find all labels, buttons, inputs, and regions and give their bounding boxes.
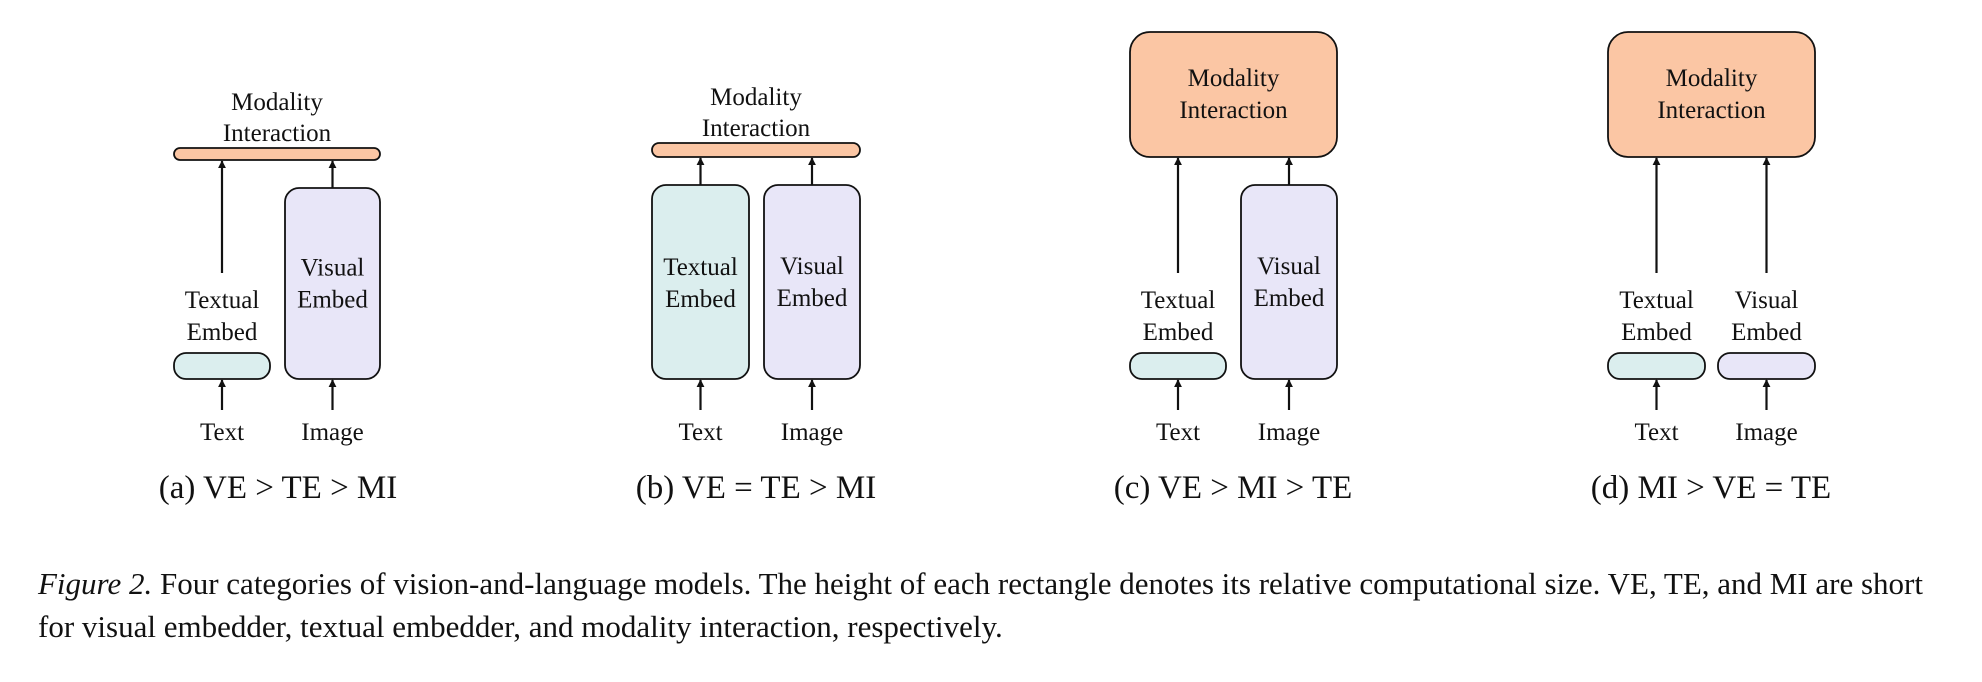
- panel-c: ModalityInteractionTextualEmbedVisualEmb…: [1114, 31, 1353, 506]
- textual-embed-label-line-2: Embed: [1143, 319, 1214, 346]
- text-input-label: Text: [678, 419, 722, 446]
- visual-embed-box: [1240, 184, 1338, 380]
- modality-interaction-label-line-1: Modality: [1666, 65, 1758, 92]
- modality-interaction-box: [173, 147, 381, 161]
- text-input-label: Text: [1634, 419, 1678, 446]
- modality-interaction-label-line-2: Interaction: [702, 115, 811, 142]
- modality-interaction-box: [1607, 31, 1816, 158]
- image-input-label: Image: [781, 419, 843, 446]
- figure-caption-text: Four categories of vision-and-language m…: [38, 566, 1923, 644]
- visual-embed-label-line-1: Visual: [301, 255, 365, 282]
- visual-embed-box: [1717, 352, 1816, 380]
- panel-a: ModalityInteractionTextualEmbedVisualEmb…: [159, 89, 398, 506]
- textual-embed-box: [1129, 352, 1227, 380]
- textual-embed-label-line-1: Textual: [185, 287, 260, 314]
- modality-interaction-label-line-2: Interaction: [1179, 97, 1288, 124]
- visual-embed-label-line-1: Visual: [1257, 253, 1321, 280]
- figure-caption-label: Figure 2.: [38, 566, 153, 601]
- visual-embed-label-line-1: Visual: [1735, 287, 1799, 314]
- visual-embed-box: [763, 184, 861, 380]
- visual-embed-label-line-2: Embed: [777, 285, 848, 312]
- text-input-label: Text: [200, 419, 244, 446]
- textual-embed-label-line-2: Embed: [1621, 319, 1692, 346]
- modality-interaction-box: [651, 142, 861, 158]
- textual-embed-box: [173, 352, 271, 380]
- textual-embed-label-line-1: Textual: [1619, 287, 1694, 314]
- modality-interaction-label-line-2: Interaction: [1657, 97, 1766, 124]
- modality-interaction-box: [1129, 31, 1338, 158]
- textual-embed-label-line-1: Textual: [663, 254, 738, 281]
- panel-caption: (b) VE = TE > MI: [636, 470, 876, 506]
- textual-embed-label-line-1: Textual: [1141, 287, 1216, 314]
- modality-interaction-label-line-1: Modality: [710, 84, 802, 111]
- textual-embed-box: [651, 184, 750, 380]
- modality-interaction-label-line-2: Interaction: [223, 120, 332, 147]
- text-input-label: Text: [1156, 419, 1200, 446]
- visual-embed-label-line-2: Embed: [1731, 319, 1802, 346]
- panel-caption: (c) VE > MI > TE: [1114, 470, 1353, 506]
- image-input-label: Image: [1258, 419, 1320, 446]
- figure-caption: Figure 2. Four categories of vision-and-…: [38, 562, 1948, 648]
- textual-embed-label-line-2: Embed: [665, 286, 736, 313]
- image-input-label: Image: [301, 419, 363, 446]
- visual-embed-label-line-2: Embed: [1254, 285, 1325, 312]
- panel-caption: (a) VE > TE > MI: [159, 470, 398, 506]
- modality-interaction-label-line-1: Modality: [1188, 65, 1280, 92]
- textual-embed-box: [1607, 352, 1706, 380]
- visual-embed-box: [284, 187, 381, 380]
- modality-interaction-label-line-1: Modality: [231, 89, 323, 116]
- image-input-label: Image: [1735, 419, 1797, 446]
- visual-embed-label-line-2: Embed: [297, 287, 368, 314]
- textual-embed-label-line-2: Embed: [187, 319, 258, 346]
- visual-embed-label-line-1: Visual: [780, 253, 844, 280]
- panel-caption: (d) MI > VE = TE: [1591, 470, 1831, 506]
